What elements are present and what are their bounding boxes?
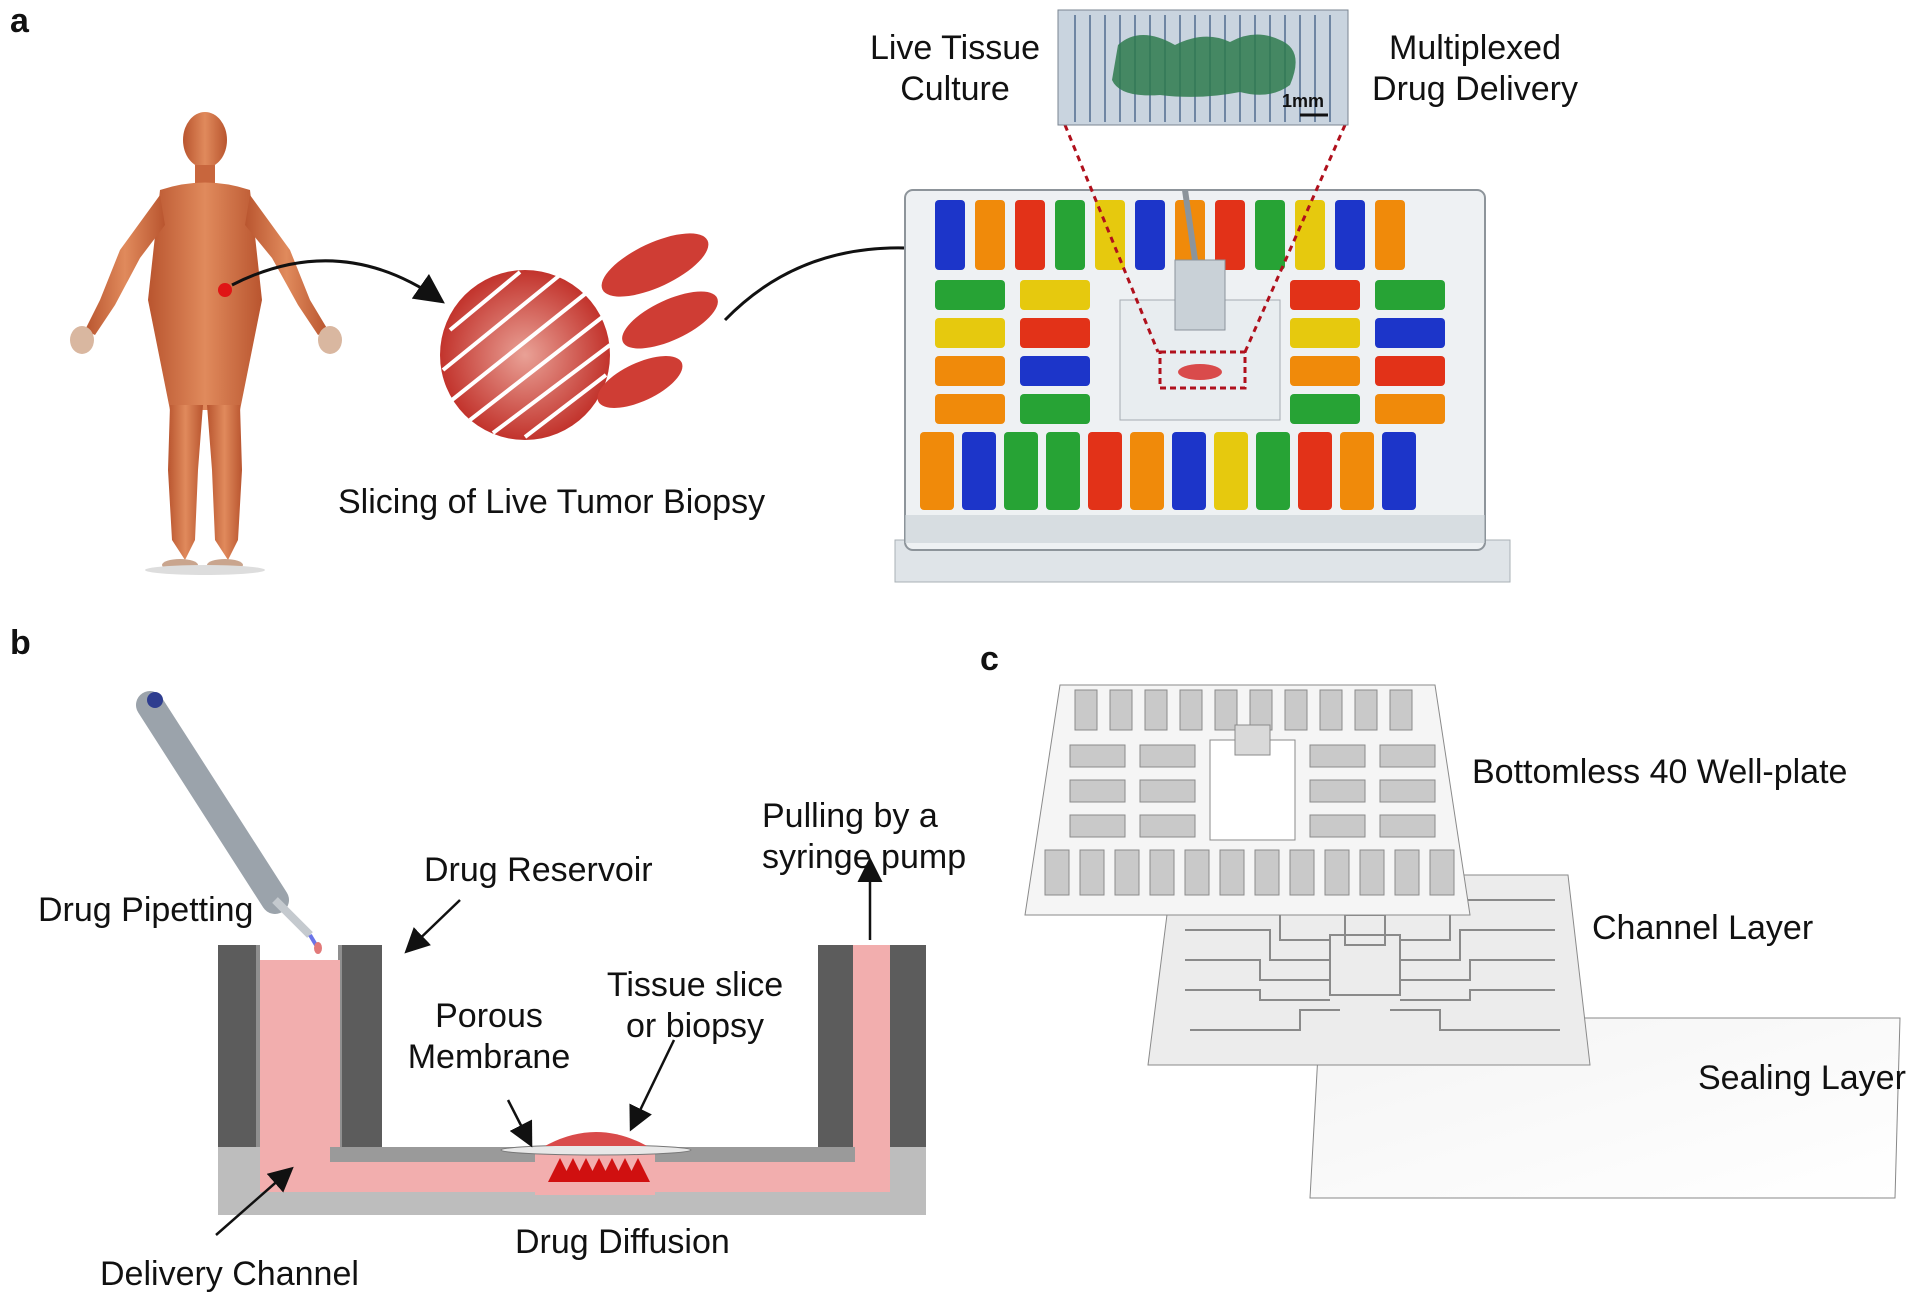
tissue-slice-line1: Tissue slice [606,966,784,1004]
multiplexed-drug-delivery-line1: Multiplexed [1389,29,1561,67]
panel-letter-c: c [980,640,999,678]
pulling-syringe-line2: syringe pump [762,838,967,876]
tissue-slice-label: Tissue slice or biopsy [595,965,795,1047]
cross-section-schematic [218,945,926,1215]
porous-membrane-line2: Membrane [407,1038,571,1076]
pulling-syringe-line1: Pulling by a [762,797,938,835]
porous-membrane-label: Porous Membrane [398,996,580,1078]
porous-membrane-line1: Porous [435,997,543,1035]
microchannel-inset-image [1057,9,1349,126]
channel-layer-label: Channel Layer [1592,909,1814,947]
tumor-biopsy-illustration [440,270,612,440]
human-figure-illustration [70,112,342,575]
drug-diffusion-label: Drug Diffusion [515,1223,730,1261]
tissue-slices-illustration [597,233,718,408]
live-tissue-culture-label: Live Tissue Culture [855,28,1055,110]
tissue-slice-line2: or biopsy [626,1007,764,1045]
exploded-layers-illustration [1024,684,1901,1199]
panel-letter-b: b [10,624,31,662]
drug-pipetting-label: Drug Pipetting [38,891,254,929]
pipette-illustration [136,691,322,954]
well-plate-device-illustration [894,189,1511,583]
sealing-layer-label: Sealing Layer [1698,1059,1906,1097]
multiplexed-drug-delivery-label: Multiplexed Drug Delivery [1355,28,1595,110]
live-tissue-culture-line2: Culture [900,70,1010,108]
panel-letter-a: a [10,2,29,40]
pulling-syringe-label: Pulling by a syringe pump [762,796,966,878]
delivery-channel-label: Delivery Channel [100,1255,359,1293]
drug-reservoir-label: Drug Reservoir [424,851,653,889]
live-tissue-culture-line1: Live Tissue [869,29,1041,67]
body-to-tumor-arrow [231,259,445,304]
slicing-label: Slicing of Live Tumor Biopsy [338,483,766,521]
multiplexed-drug-delivery-line2: Drug Delivery [1372,70,1578,108]
wellplate-label: Bottomless 40 Well-plate [1472,753,1848,791]
scale-bar-label: 1mm [1282,91,1325,111]
